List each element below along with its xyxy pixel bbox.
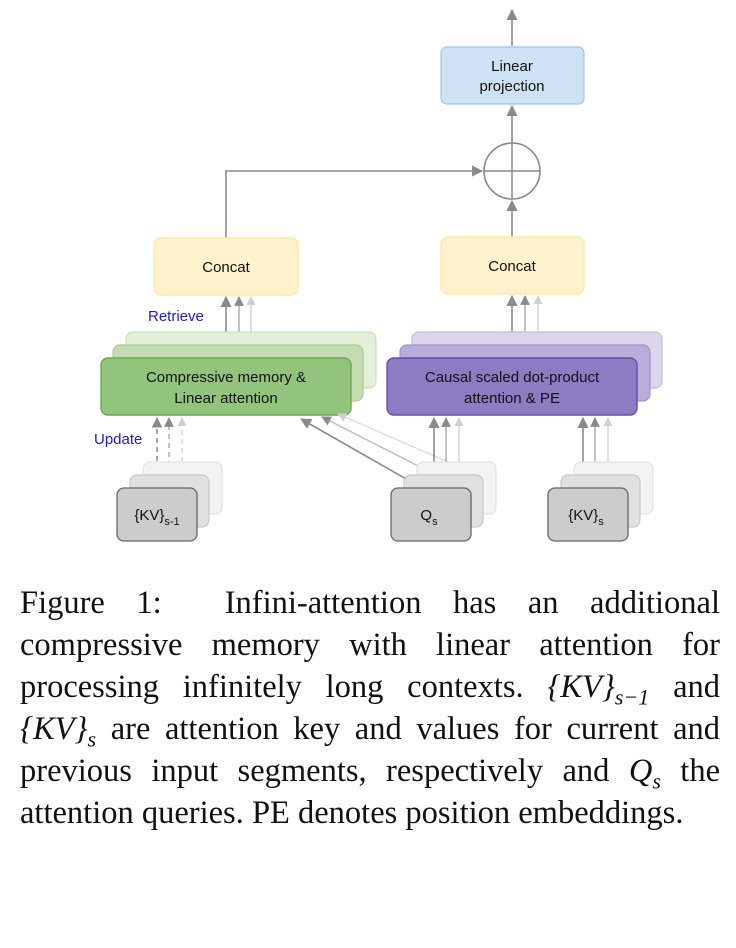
left-concat-to-sum-arrow [225, 165, 484, 238]
causal-attention-stack: Causal scaled dot-product attention & PE [386, 331, 663, 416]
kv-previous-box [116, 487, 198, 542]
figure-caption: Figure 1: Infini-attention has an additi… [20, 582, 720, 834]
caption-text-1: Infini-attention has an additional compr… [20, 585, 720, 705]
update-label: Update [94, 431, 142, 448]
linear-projection-label-line1: Linear [491, 58, 533, 75]
query-box [390, 487, 472, 542]
compressive-memory-stack: Compressive memory & Linear attention [100, 331, 377, 416]
query-to-memory-arrow-3 [337, 413, 449, 463]
kv-current-label: {KV}s [568, 507, 604, 528]
kv-current-box [547, 487, 629, 542]
infini-attention-diagram: Linear projection Concat Concat Retrieve… [94, 8, 663, 542]
linear-projection-box: Linear projection [440, 46, 585, 105]
kv-previous-label: {KV}s-1 [134, 507, 179, 528]
compressive-memory-label-line1: Compressive memory & [146, 369, 306, 386]
kv-current-input-stack: {KV}s [547, 461, 654, 542]
concat-left-label: Concat [202, 259, 250, 276]
query-to-memory-arrow-2 [321, 416, 437, 476]
causal-attention-box [386, 357, 638, 416]
kv-previous-input-stack: {KV}s-1 [116, 461, 223, 542]
compressive-memory-label-line2: Linear attention [174, 390, 277, 407]
caption-text-2: are attention key and values for current… [20, 711, 721, 789]
sum-node-icon [483, 142, 541, 200]
kv-previous-math: {KV}s−1 [547, 669, 650, 710]
causal-attention-label-line1: Causal scaled dot-product [425, 369, 600, 386]
query-math: Qs [628, 753, 661, 794]
query-to-memory-arrow-1 [300, 418, 423, 489]
retrieve-label: Retrieve [148, 308, 204, 325]
query-label: Qs [420, 507, 438, 528]
compressive-memory-box [100, 357, 352, 416]
concat-right-box: Concat [440, 236, 585, 295]
linear-projection-label-line2: projection [479, 78, 544, 95]
concat-right-label: Concat [488, 258, 536, 275]
figure-label: Figure 1: [20, 585, 162, 621]
causal-attention-label-line2: attention & PE [464, 390, 560, 407]
concat-left-box: Concat [153, 237, 299, 296]
kv-current-math: {KV}s [20, 711, 97, 752]
query-input-stack: Qs [390, 461, 497, 542]
caption-and: and [673, 669, 720, 705]
caption-text-3: the attention queries. PE denotes positi… [20, 753, 721, 831]
